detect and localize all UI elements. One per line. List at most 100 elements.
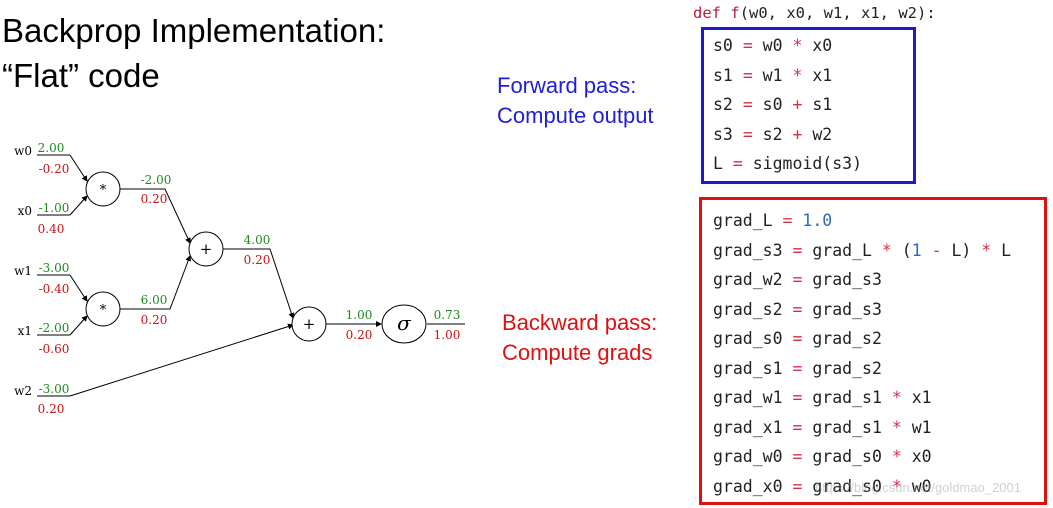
grad-sig: 1.00 xyxy=(434,328,461,342)
code-token: grad_s1 xyxy=(802,388,892,407)
code-token: s0 xyxy=(752,95,793,114)
input-label-x1: x1 xyxy=(18,324,32,338)
code-token: grad_s3 xyxy=(713,240,793,260)
edge-mul0-add0 xyxy=(120,188,191,244)
code-token: x1 xyxy=(802,65,833,85)
code-token: = xyxy=(742,36,753,55)
code-token: grad_s3 xyxy=(802,299,882,319)
value-add0: 4.00 xyxy=(244,233,271,247)
grad-x0: 0.40 xyxy=(38,222,65,236)
input-label-w1: w1 xyxy=(14,264,32,278)
forward-pass-label: Forward pass: Compute output xyxy=(497,71,654,131)
function-signature: def f(w0, x0, w1, x1, w2): xyxy=(693,4,936,22)
input-label-w0: w0 xyxy=(14,144,32,158)
forward-code-line: s2 = s0 + s1 xyxy=(713,90,862,120)
add-node-1 xyxy=(291,306,327,342)
backward-code-line: grad_x1 = grad_s1 * w1 xyxy=(713,413,1011,443)
code-token: w2 xyxy=(802,124,833,144)
add-node-0 xyxy=(188,231,224,267)
value-w0: 2.00 xyxy=(38,141,65,155)
code-token: = xyxy=(742,124,753,144)
backward-code-box xyxy=(699,197,1047,505)
backward-code-line: grad_x0 = grad_s0 * w0 xyxy=(713,472,1011,502)
forward-code-line: s3 = s2 + w2 xyxy=(713,120,862,150)
code-token: x0 xyxy=(802,36,833,55)
code-token: grad_L xyxy=(713,211,783,230)
code-token: s3 xyxy=(713,124,743,144)
code-token: L xyxy=(713,154,733,173)
computational-graph: * * + + σ w0 x0 w1 x1 w2 2.00 -1.00 -3.0… xyxy=(14,141,465,416)
code-token: grad_w1 xyxy=(713,388,793,407)
function-args: (w0, x0, w1, x1, w2): xyxy=(739,4,936,22)
code-token: = xyxy=(732,154,743,173)
mul-node-0-symbol: * xyxy=(100,183,107,198)
code-token: * xyxy=(891,388,902,407)
sigmoid-node xyxy=(381,304,427,344)
edge-mul1-add0 xyxy=(120,255,192,310)
code-token: = xyxy=(792,270,803,289)
code-token: sigmoid(s3) xyxy=(742,154,863,173)
code-token: grad_s0 xyxy=(802,476,892,496)
backward-code-line: grad_s2 = grad_s3 xyxy=(713,295,1011,325)
input-label-x0: x0 xyxy=(18,204,32,218)
code-token: grad_s2 xyxy=(713,299,793,319)
forward-code-line: s0 = w0 * x0 xyxy=(713,31,862,61)
code-token: grad_x1 xyxy=(713,417,793,437)
code-token: * xyxy=(881,240,892,260)
code-token xyxy=(922,241,932,260)
code-token: - xyxy=(931,240,942,260)
code-token: = xyxy=(792,388,803,407)
backward-code-block: grad_L = 1.0 grad_s3 = grad_L * (1 - L) *… xyxy=(713,206,1011,501)
grad-mul1: 0.20 xyxy=(141,313,168,327)
code-token: grad_s1 xyxy=(713,358,793,378)
code-token: ( xyxy=(891,240,912,260)
code-token: s2 xyxy=(713,95,743,114)
code-token: w1 xyxy=(901,417,932,437)
edge-x1-mul1 xyxy=(69,315,88,336)
edge-add0-add1 xyxy=(222,248,295,319)
grad-add1: 0.20 xyxy=(346,328,373,342)
forward-pass-line-2: Compute output xyxy=(497,103,654,128)
code-token: = xyxy=(792,358,803,378)
code-token: * xyxy=(891,476,902,496)
grad-add0: 0.20 xyxy=(244,253,271,267)
value-x0: -1.00 xyxy=(39,201,70,215)
code-token: = xyxy=(792,447,803,466)
backward-code-line: grad_w0 = grad_s0 * x0 xyxy=(713,442,1011,472)
code-token: * xyxy=(792,65,803,85)
edge-w2-add1 xyxy=(69,323,294,397)
code-token: * xyxy=(891,417,902,437)
code-token: x0 xyxy=(901,447,932,466)
sigmoid-node-symbol: σ xyxy=(397,311,412,335)
watermark: https://blog.csdn.net/goldmao_2001 xyxy=(815,480,1021,495)
edge-w1-mul1 xyxy=(69,274,88,302)
grad-w2: 0.20 xyxy=(38,402,65,416)
value-sig: 0.73 xyxy=(434,308,461,322)
code-token: + xyxy=(792,124,803,144)
grad-w1: -0.40 xyxy=(39,282,70,296)
code-token: grad_s0 xyxy=(802,447,892,466)
backward-code-line: grad_w1 = grad_s1 * x1 xyxy=(713,383,1011,413)
code-token: grad_s2 xyxy=(802,329,882,348)
code-token: w0 xyxy=(752,36,793,55)
forward-code-line: s1 = w1 * x1 xyxy=(713,61,862,91)
backward-pass-line-2: Compute grads xyxy=(502,340,653,365)
code-token: grad_L xyxy=(802,240,882,260)
backward-code-line: grad_s3 = grad_L * (1 - L) * L xyxy=(713,236,1011,266)
edge-x0-mul0 xyxy=(69,195,88,216)
code-token: = xyxy=(792,417,803,437)
code-token: 1.0 xyxy=(802,211,833,230)
code-token: * xyxy=(981,240,992,260)
function-name: f xyxy=(730,4,740,22)
mul-node-0 xyxy=(85,171,121,207)
value-w2: -3.00 xyxy=(39,382,70,396)
code-token: grad_x0 xyxy=(713,476,793,496)
code-token: + xyxy=(792,95,803,114)
forward-code-line: L = sigmoid(s3) xyxy=(713,149,862,179)
code-token: = xyxy=(792,329,803,348)
backward-code-line: grad_w2 = grad_s3 xyxy=(713,265,1011,295)
mul-node-1-symbol: * xyxy=(100,303,107,318)
value-add1: 1.00 xyxy=(346,308,373,322)
backward-code-line: grad_s0 = grad_s2 xyxy=(713,324,1011,354)
code-token xyxy=(792,211,802,230)
